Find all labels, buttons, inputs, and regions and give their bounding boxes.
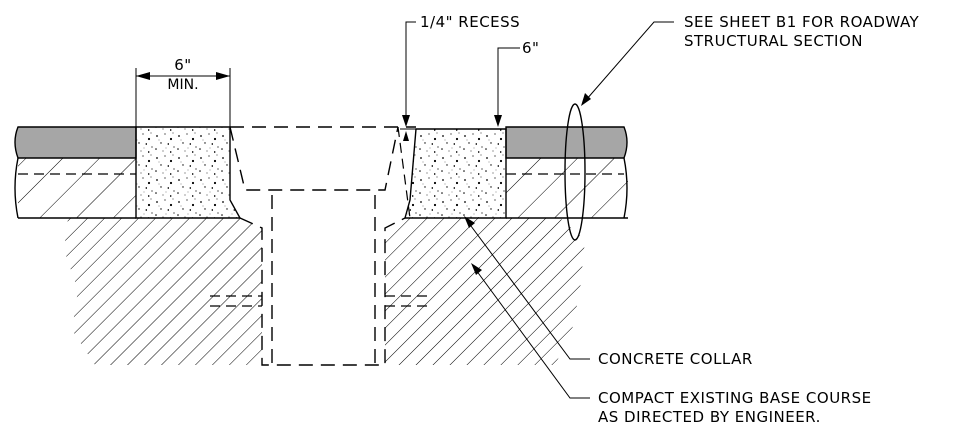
- roadway-section-callout: SEE SHEET B1 FOR ROADWAY STRUCTURAL SECT…: [564, 13, 920, 241]
- roadway-base-left: [18, 158, 136, 219]
- width-min-label: MIN.: [167, 77, 198, 93]
- depth-label: 6": [522, 39, 539, 57]
- manhole-structure: [210, 126, 432, 366]
- compacted-base-hatch: [64, 218, 585, 365]
- concrete-collar-left: [135, 126, 242, 219]
- compact-line2: AS DIRECTED BY ENGINEER.: [598, 408, 821, 426]
- recess-label: 1/4" RECESS: [420, 13, 520, 31]
- concrete-collar-callout: CONCRETE COLLAR: [464, 216, 753, 368]
- concrete-collar-label: CONCRETE COLLAR: [598, 350, 753, 368]
- recess-callout: 1/4" RECESS: [400, 13, 520, 141]
- width-label: 6": [174, 56, 191, 74]
- see-sheet-line1: SEE SHEET B1 FOR ROADWAY: [684, 13, 920, 31]
- pavement-left: [14, 126, 137, 219]
- width-dimension: 6" MIN.: [135, 56, 231, 127]
- compact-base-callout: COMPACT EXISTING BASE COURSE AS DIRECTED…: [471, 263, 872, 426]
- compact-line1: COMPACT EXISTING BASE COURSE: [598, 389, 872, 407]
- concrete-collar-right: [404, 128, 507, 219]
- depth-callout: 6": [494, 39, 539, 127]
- see-sheet-line2: STRUCTURAL SECTION: [684, 32, 863, 50]
